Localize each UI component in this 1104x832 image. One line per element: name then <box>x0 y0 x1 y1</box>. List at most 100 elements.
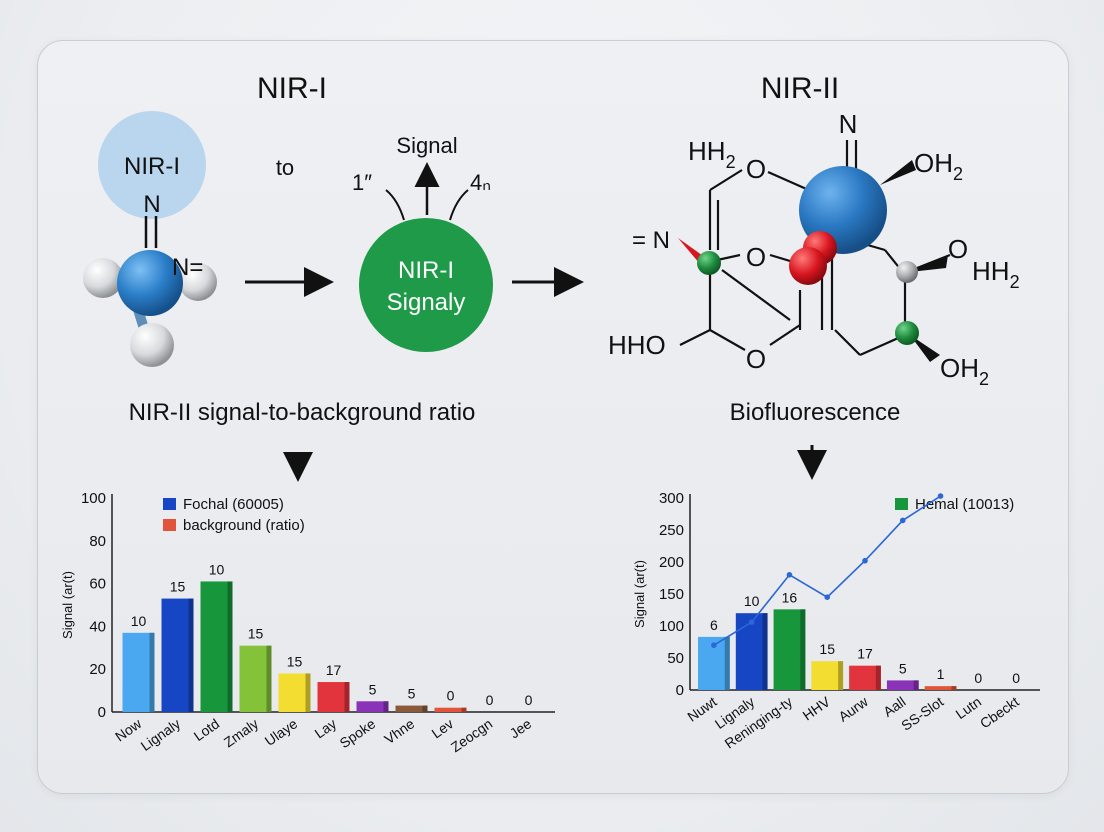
nir-i-bubble <box>98 111 206 219</box>
line-point <box>824 594 831 600</box>
data-label: 15 <box>170 579 186 595</box>
data-label: 10 <box>209 561 225 577</box>
left-title: NIR-I <box>257 72 327 105</box>
bar-shade <box>344 682 350 712</box>
y-tick-label: 60 <box>89 576 106 593</box>
bar <box>395 705 428 712</box>
category-label: Lay <box>312 715 340 741</box>
data-label: 15 <box>248 626 264 642</box>
emit-left-label: 1″ <box>352 170 372 195</box>
data-label: 6 <box>710 617 718 633</box>
green-atom <box>697 251 721 275</box>
category-label: Aurw <box>835 693 871 725</box>
y-tick-label: 0 <box>676 682 684 699</box>
label-o4: O <box>746 344 766 374</box>
grey-atom <box>896 261 918 283</box>
bar <box>161 598 194 712</box>
emission-curve-left <box>385 189 405 221</box>
label-n-top: N <box>839 109 858 139</box>
to-label: to <box>276 155 294 180</box>
y-tick-label: 40 <box>89 618 106 635</box>
y-axis-label: Signal (ar(t) <box>632 560 647 628</box>
bar-shade <box>266 645 272 712</box>
bar <box>356 701 389 712</box>
category-label: Lev <box>429 715 457 741</box>
label-eqn: = N <box>632 227 670 254</box>
legend-label: background (ratio) <box>183 517 305 534</box>
bar-shade <box>724 636 730 690</box>
legend-swatch <box>163 519 176 531</box>
line-point <box>711 642 717 648</box>
line-point <box>786 572 793 578</box>
y-tick-label: 300 <box>659 490 684 507</box>
data-label: 0 <box>525 692 533 708</box>
bar <box>317 682 350 712</box>
bar <box>239 645 272 712</box>
legend-label: Hemal (10013) <box>915 496 1014 513</box>
green-atom <box>895 321 919 345</box>
wedge-bond <box>880 160 916 185</box>
data-label: 1 <box>937 666 945 682</box>
bar <box>773 609 806 690</box>
bar-shade <box>461 707 467 712</box>
bar <box>924 686 957 690</box>
hydrogen-atom <box>179 263 217 301</box>
y-tick-label: 200 <box>659 554 684 571</box>
bar <box>200 581 233 712</box>
atom-n-side: N= <box>172 254 203 281</box>
category-label: SS-Slot <box>898 693 946 733</box>
left-caption: NIR-II signal-to-background ratio <box>129 399 476 426</box>
bar-shade <box>422 705 428 712</box>
wedge-bond <box>910 255 948 272</box>
bar-shade <box>951 686 957 690</box>
bar <box>278 673 311 712</box>
label-hho: HHO <box>608 330 666 360</box>
bar <box>434 707 467 712</box>
category-label: Zeocgn <box>448 715 495 755</box>
hydrogen-atom <box>83 258 123 298</box>
data-label: 15 <box>287 653 303 669</box>
data-label: 17 <box>326 662 342 678</box>
category-label: Zmaly <box>221 715 261 750</box>
category-label: Lotd <box>191 715 222 744</box>
label-o3: O <box>948 234 968 264</box>
data-label: 15 <box>819 641 835 657</box>
data-label: 17 <box>857 646 873 662</box>
label-oh2-bottom: OH2 <box>940 353 989 389</box>
line-point <box>937 493 944 499</box>
y-tick-label: 250 <box>659 522 684 539</box>
right-title: NIR-II <box>761 72 839 105</box>
wedge-bond <box>910 335 940 362</box>
category-label: Jee <box>507 715 535 741</box>
bar <box>122 632 155 712</box>
bar <box>735 613 768 690</box>
data-label: 5 <box>899 660 907 676</box>
data-label: 5 <box>369 681 377 697</box>
bar-shade <box>800 609 806 690</box>
label-o2: O <box>746 242 766 272</box>
label-ohh2: HH2 <box>972 256 1020 292</box>
line-point <box>748 619 755 625</box>
data-label: 10 <box>744 593 760 609</box>
label-o1: O <box>746 154 766 184</box>
legend-swatch <box>895 498 908 510</box>
bar-shade <box>913 680 919 690</box>
nitrogen-atom <box>117 250 183 316</box>
legend-swatch <box>163 498 176 510</box>
y-tick-label: 150 <box>659 586 684 603</box>
signal-circle-line1: NIR-I <box>398 257 454 284</box>
hydrogen-atom <box>130 323 174 367</box>
bar <box>811 661 844 690</box>
emission-curve-right <box>449 189 469 221</box>
bubble-label: NIR-I <box>124 153 180 180</box>
label-hh2: HH2 <box>688 136 736 172</box>
line-point <box>899 517 906 524</box>
signal-circle <box>359 218 493 352</box>
bar-shade <box>762 613 768 690</box>
bar-shade <box>838 661 844 690</box>
right-caption: Biofluorescence <box>730 399 901 426</box>
y-tick-label: 100 <box>81 490 106 507</box>
category-label: Lignaly <box>138 715 184 754</box>
bar-shade <box>227 581 233 712</box>
